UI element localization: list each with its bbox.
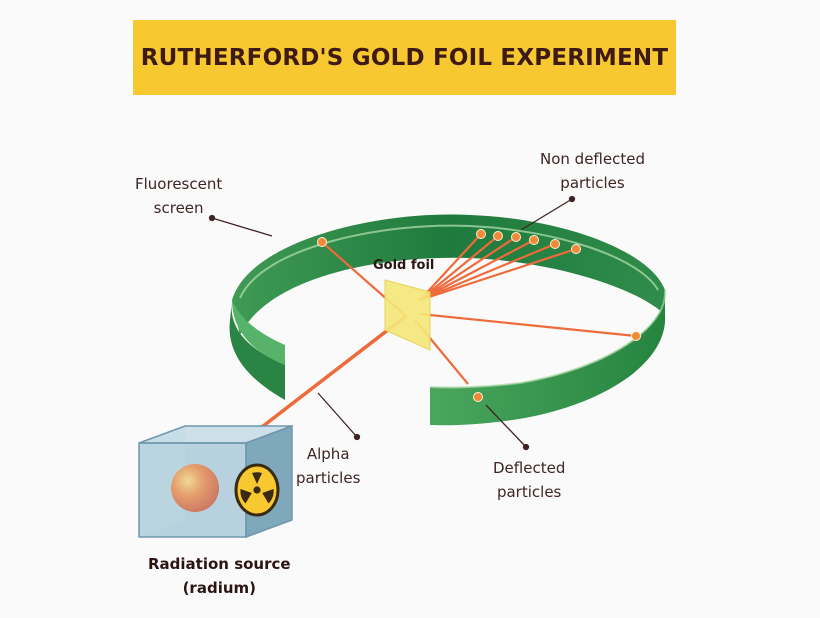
label-pointers <box>208 195 576 451</box>
diagram-title: RUTHERFORD'S GOLD FOIL EXPERIMENT <box>140 44 669 71</box>
label-deflected-line1: Deflected <box>493 459 566 477</box>
label-non-deflected: Non deflected particles <box>540 147 645 195</box>
particle-hits <box>317 229 641 402</box>
label-source-line2: (radium) <box>182 579 256 597</box>
label-radiation-source: Radiation source (radium) <box>148 552 291 600</box>
label-non-deflected-line2: particles <box>560 174 625 192</box>
label-alpha-line1: Alpha <box>306 445 350 463</box>
label-fluorescent-screen: Fluorescent screen <box>135 172 222 220</box>
label-non-deflected-line1: Non deflected <box>540 150 645 168</box>
label-fluorescent-line1: Fluorescent <box>135 175 223 193</box>
gold-foil-sheet <box>384 279 431 351</box>
label-source-line1: Radiation source <box>148 555 291 573</box>
label-deflected-particles: Deflected particles <box>493 456 565 504</box>
radiation-trefoil-icon <box>234 463 280 517</box>
label-deflected-line2: particles <box>496 483 562 501</box>
title-banner: RUTHERFORD'S GOLD FOIL EXPERIMENT <box>133 20 676 95</box>
fluorescent-screen-right <box>429 289 667 426</box>
label-fluorescent-line2: screen <box>153 199 204 217</box>
radiation-source-box <box>138 424 293 539</box>
radium-sphere <box>171 464 219 512</box>
label-alpha-particles: Alpha particles <box>296 442 360 490</box>
fluorescent-screen-left <box>229 300 285 400</box>
label-alpha-line2: particles <box>296 469 361 487</box>
label-gold-foil: Gold foil <box>373 258 435 273</box>
